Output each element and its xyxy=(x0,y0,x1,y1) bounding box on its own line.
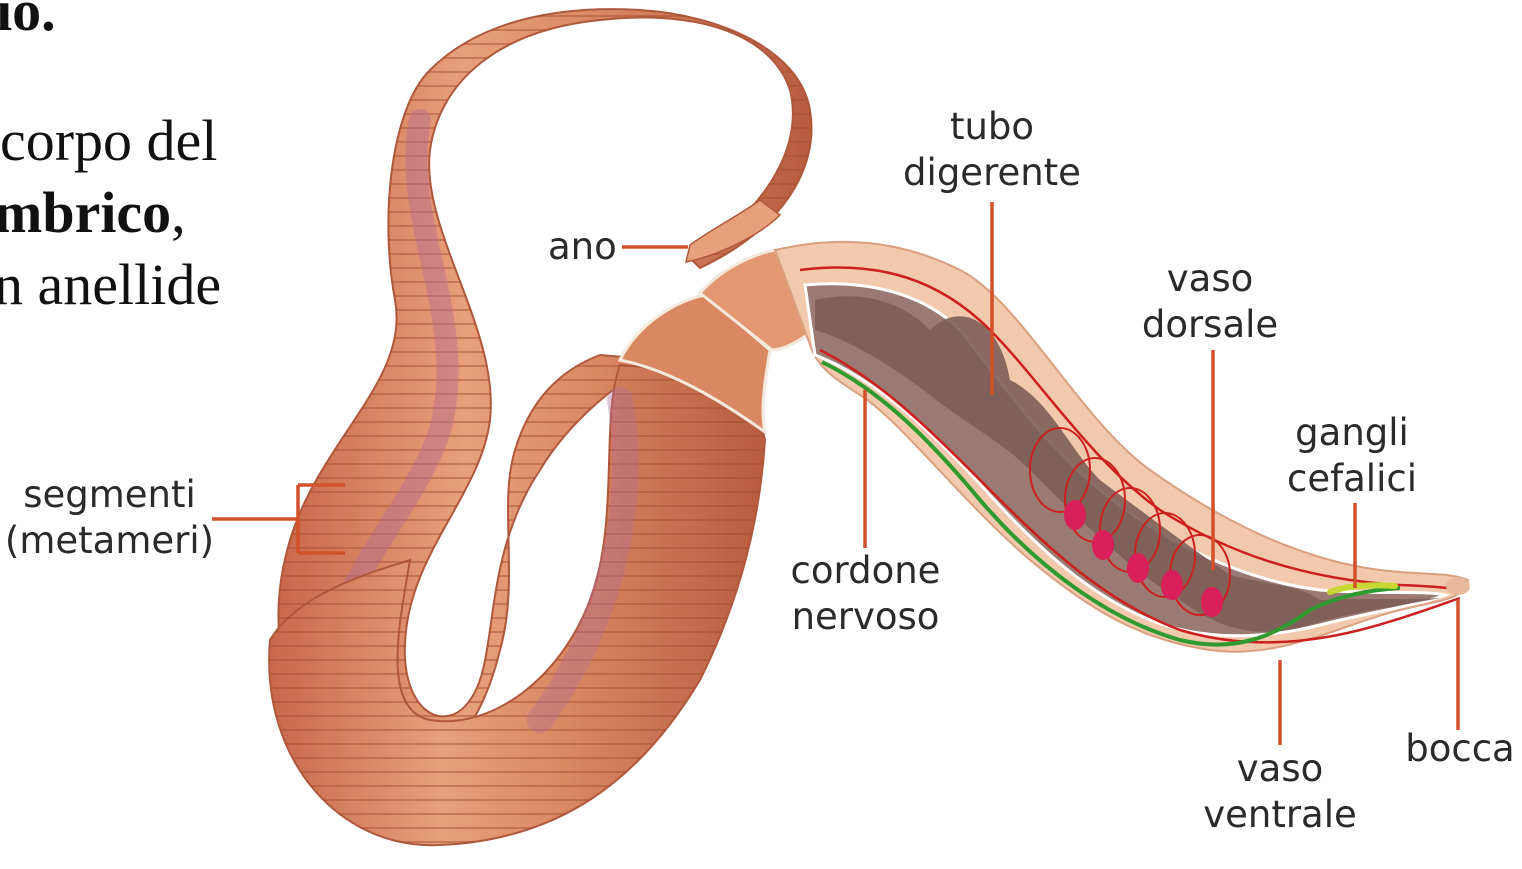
label-vaso-ventrale-line2: ventrale xyxy=(1200,792,1360,838)
label-ano: ano xyxy=(548,224,617,270)
label-tubo-line2: digerente xyxy=(900,150,1084,196)
label-gangli-line2: cefalici xyxy=(1282,456,1422,502)
label-vaso-ventrale: vaso ventrale xyxy=(1200,746,1360,838)
text-line-2-tail: , xyxy=(171,180,186,245)
mouth-tip xyxy=(1446,577,1470,595)
label-cordone-line1: cordone xyxy=(783,548,948,594)
label-gangli-cefalici: gangli cefalici xyxy=(1282,410,1422,502)
label-vaso-dorsale: vaso dorsale xyxy=(1135,256,1285,348)
text-line-2-bold: mbrico xyxy=(0,180,171,245)
text-line-3: n anellide xyxy=(0,256,221,314)
text-line-1: corpo del xyxy=(0,112,217,170)
label-tubo-line1: tubo xyxy=(900,104,1084,150)
label-bocca: bocca xyxy=(1404,726,1516,772)
text-line-2: mbrico, xyxy=(0,184,186,242)
label-segmenti-metameri: segmenti (metameri) xyxy=(2,472,217,564)
label-vaso-dorsale-line1: vaso xyxy=(1135,256,1285,302)
worm-body xyxy=(269,9,811,845)
label-segmenti-line2: (metameri) xyxy=(2,518,217,564)
label-cordone-nervoso: cordone nervoso xyxy=(783,548,948,640)
label-segmenti-line1: segmenti xyxy=(2,472,217,518)
label-cordone-line2: nervoso xyxy=(783,594,948,640)
label-vaso-dorsale-line2: dorsale xyxy=(1135,302,1285,348)
label-gangli-line1: gangli xyxy=(1282,410,1422,456)
label-tubo-digerente: tubo digerente xyxy=(900,104,1084,196)
label-vaso-ventrale-line1: vaso xyxy=(1200,746,1360,792)
title-fragment: io. xyxy=(0,0,56,40)
